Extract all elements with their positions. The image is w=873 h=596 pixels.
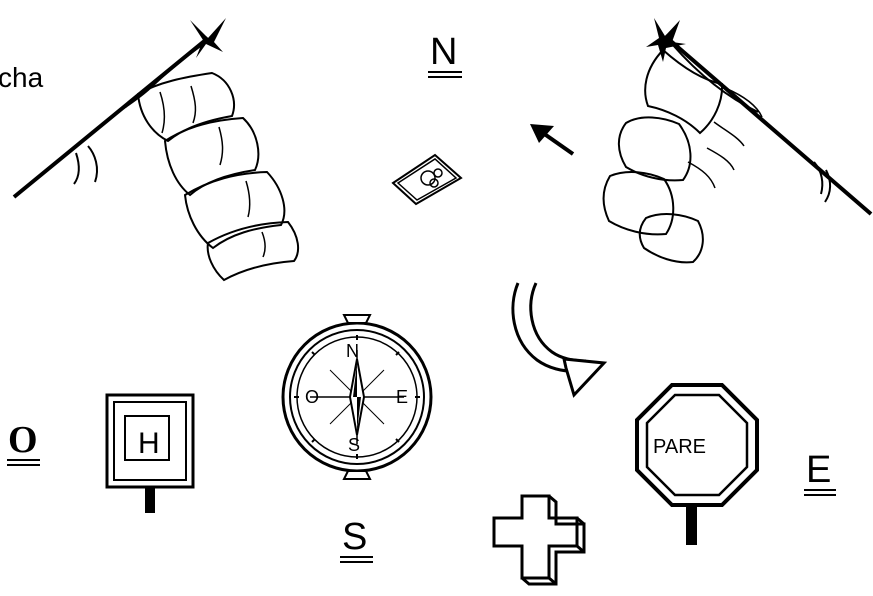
east-label: E xyxy=(806,451,831,489)
west-underline-top xyxy=(7,459,40,461)
stop-sign-text: PARE xyxy=(653,436,706,458)
compass-icon: N S E O xyxy=(272,305,442,485)
compass-south-label: S xyxy=(348,435,360,455)
small-arrow-icon xyxy=(525,115,595,165)
east-underline-top xyxy=(804,489,836,491)
stamp-icon xyxy=(380,145,470,215)
south-underline-bottom xyxy=(340,561,373,563)
hanging-cloth-left-icon xyxy=(0,0,320,300)
compass-east-label: E xyxy=(396,387,408,407)
hospital-sign-letter: H xyxy=(138,427,160,460)
compass-west-label: O xyxy=(305,387,319,407)
east-underline-bottom xyxy=(804,494,836,496)
west-label: O xyxy=(8,421,38,459)
hospital-sign-icon: H xyxy=(100,388,200,518)
south-underline-top xyxy=(340,556,373,558)
north-underline-top xyxy=(428,71,462,73)
west-underline-bottom xyxy=(7,464,40,466)
north-label: N xyxy=(430,33,457,71)
hanging-cloth-right-icon xyxy=(590,0,873,300)
stop-sign-icon: PARE xyxy=(627,380,767,550)
cross-icon xyxy=(486,486,596,596)
curved-arrow-icon xyxy=(494,277,614,407)
compass-north-label: N xyxy=(346,341,359,361)
south-label: S xyxy=(342,518,367,556)
north-underline-bottom xyxy=(428,76,462,78)
